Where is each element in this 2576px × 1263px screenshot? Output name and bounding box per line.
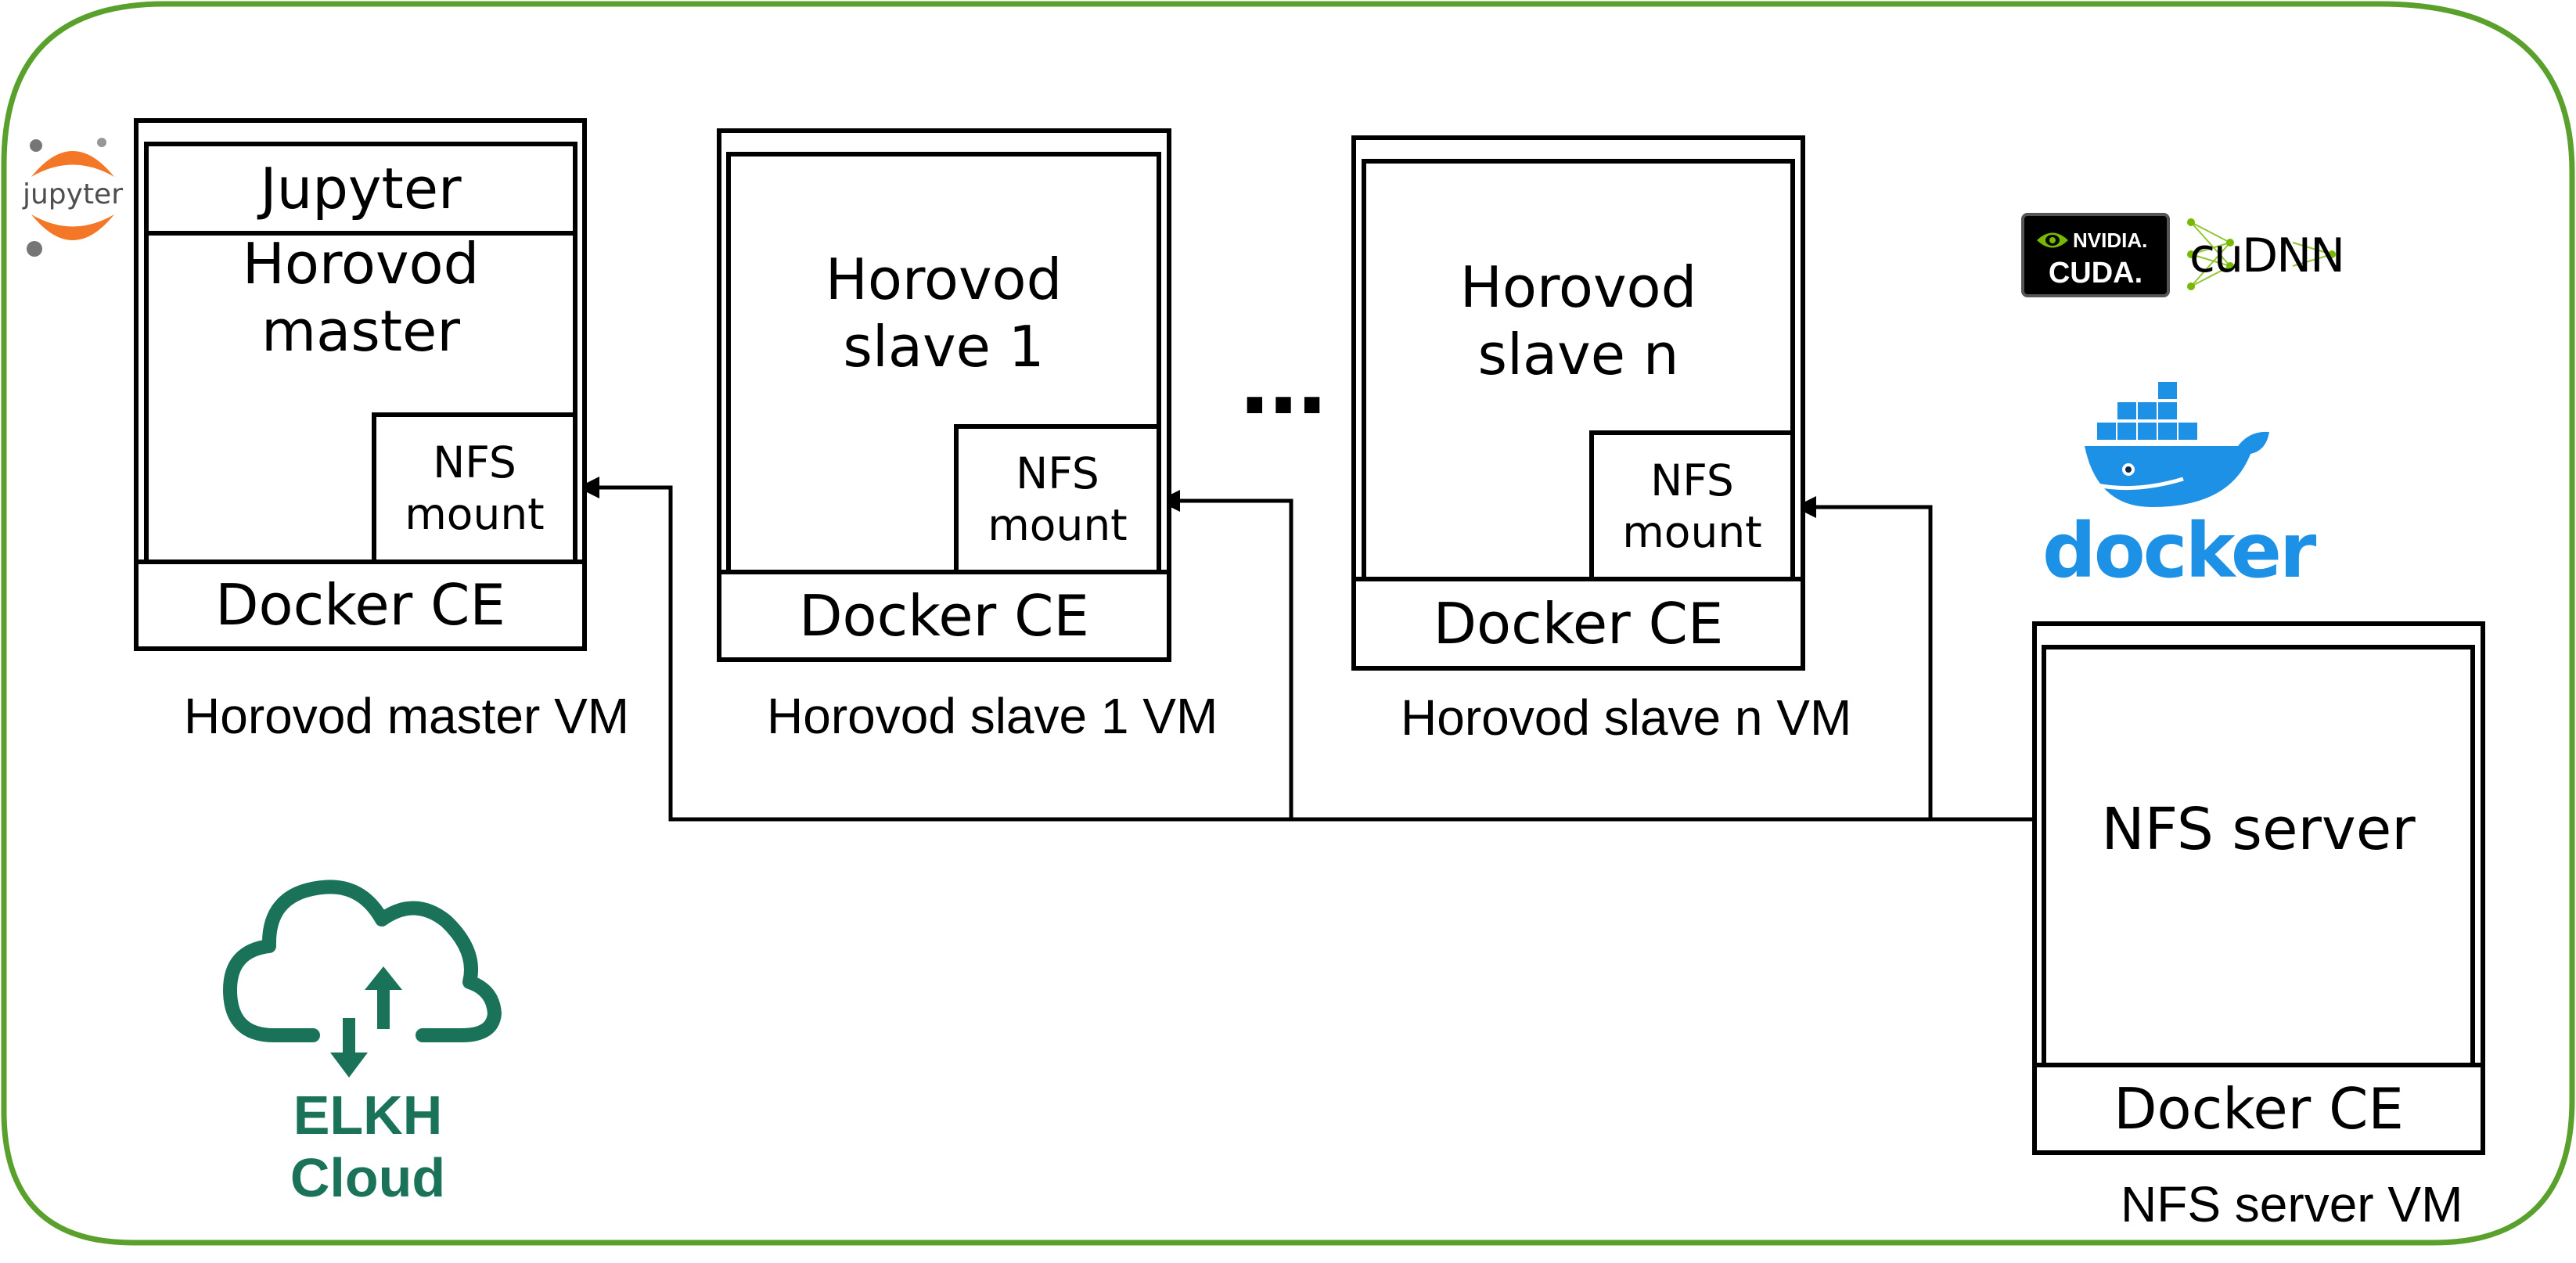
- slave1-horovod-label: Horovod slave 1: [825, 246, 1063, 380]
- slaven-docker-box: Docker CE: [1351, 577, 1805, 671]
- master-nfs-mount-box: NFS mount: [372, 412, 577, 564]
- cudnn-network-icon: [2187, 218, 2336, 290]
- nvidia-cuda-logo: NVIDIA. CUDA.: [2021, 213, 2170, 297]
- master-jupyter-label: Jupyter: [260, 155, 462, 221]
- master-nfs-mount-label: NFS mount: [405, 437, 545, 539]
- arrowhead-master: [577, 477, 599, 498]
- master-vm-label: Horovod master VM: [184, 688, 630, 744]
- slaven-nfs-mount-box: NFS mount: [1589, 430, 1795, 581]
- slaven-horovod-label: Horovod slave n: [1459, 254, 1697, 387]
- nvidia-eye-icon: [2037, 232, 2068, 248]
- nfs-server-container: NFS server: [2042, 645, 2475, 1067]
- nfs-server-docker-box: Docker CE: [2032, 1063, 2485, 1155]
- jupyter-logo-text: jupyter: [22, 178, 124, 210]
- arrowhead-slaven: [1794, 496, 1816, 518]
- cuda-text: CUDA.: [2048, 257, 2143, 290]
- elkh-cloud-logo: ELKH Cloud: [211, 865, 524, 1208]
- elkh-cloud-text: ELKH Cloud: [290, 1085, 446, 1208]
- slave1-nfs-mount-box: NFS mount: [954, 424, 1161, 574]
- cudnn-logo: cuDNN: [2183, 211, 2345, 297]
- elkh-cloud-icon: [223, 880, 502, 1078]
- connector-master: [595, 485, 2064, 822]
- jupyter-logo-icon: [27, 138, 114, 257]
- slave1-nfs-mount-label: NFS mount: [988, 448, 1128, 550]
- docker-logo: docker: [2042, 376, 2316, 595]
- master-horovod-label: Horovod master: [242, 230, 480, 364]
- nfs-server-vm-label: NFS server VM: [2121, 1176, 2463, 1232]
- ellipsis: …: [1240, 333, 1326, 434]
- slaven-docker-label: Docker CE: [1433, 590, 1724, 657]
- jupyter-logo: jupyter: [14, 133, 131, 258]
- slave1-docker-box: Docker CE: [717, 570, 1171, 662]
- slaven-nfs-mount-label: NFS mount: [1622, 455, 1762, 557]
- docker-text: docker: [2042, 507, 2316, 595]
- slaven-vm-label: Horovod slave n VM: [1401, 689, 1852, 746]
- nfs-server-label: NFS server: [2101, 795, 2416, 863]
- slave1-docker-label: Docker CE: [799, 582, 1089, 649]
- master-docker-label: Docker CE: [215, 572, 505, 639]
- nfs-server-docker-label: Docker CE: [2114, 1075, 2404, 1142]
- cudnn-text: cuDNN: [2189, 228, 2345, 283]
- nfs-connections: [595, 485, 2064, 822]
- slave1-vm-label: Horovod slave 1 VM: [767, 688, 1218, 744]
- connector-slave1: [1175, 498, 1293, 819]
- master-docker-box: Docker CE: [134, 560, 587, 651]
- nvidia-text: NVIDIA.: [2073, 228, 2148, 252]
- master-jupyter-box: Jupyter: [144, 142, 577, 236]
- docker-whale-icon: [2085, 382, 2269, 507]
- connector-slaven: [1811, 505, 1933, 819]
